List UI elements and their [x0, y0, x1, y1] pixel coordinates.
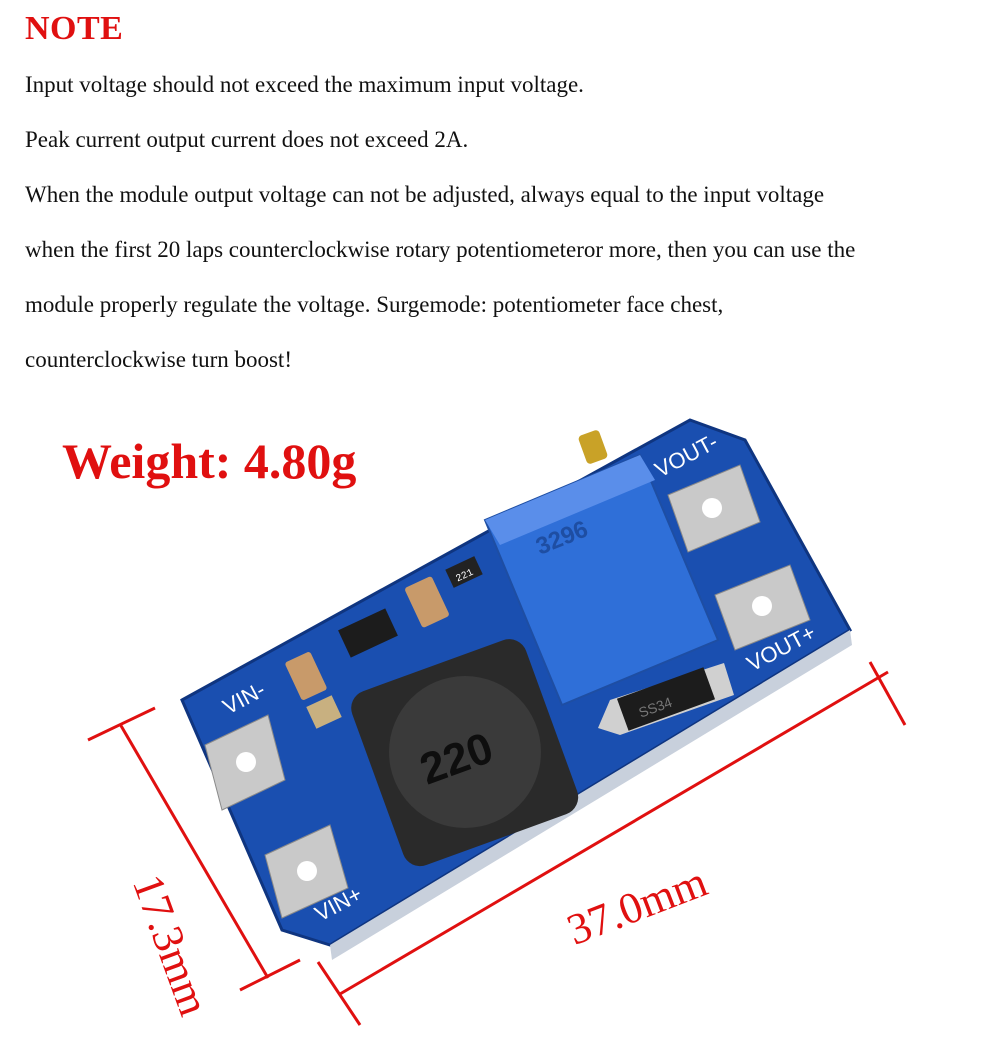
- pad-vin-plus: [264, 824, 349, 919]
- pad-vout-minus: [667, 464, 761, 553]
- note-line-6: counterclockwise turn boost!: [25, 347, 292, 372]
- width-line: [339, 670, 889, 996]
- pad-vin-minus: [204, 714, 286, 811]
- capacitor-1: [285, 652, 327, 700]
- note-line-1: Input voltage should not exceed the maxi…: [25, 72, 584, 97]
- note-line-4: when the first 20 laps counterclockwise …: [25, 237, 856, 262]
- ic-chip: [338, 608, 398, 658]
- width-tick-left: [316, 961, 362, 1026]
- pcb-edge: [330, 630, 852, 960]
- inductor: 220: [351, 639, 579, 867]
- weight-label: Weight: 4.80g: [62, 433, 357, 489]
- dimension-lines: [87, 661, 907, 1026]
- diode: SS34: [598, 663, 734, 735]
- capacitor-2: [405, 576, 449, 628]
- height-line: [118, 723, 270, 979]
- note-line-2: Peak current output current does not exc…: [25, 127, 469, 152]
- height-tick-bottom: [239, 958, 301, 992]
- note-line-5: module properly regulate the voltage. Su…: [25, 292, 724, 317]
- width-tick-right: [868, 661, 907, 726]
- potentiometer: 3296: [483, 430, 720, 707]
- note-line-3: When the module output voltage can not b…: [25, 182, 825, 207]
- capacitor-3: [306, 695, 342, 729]
- note-heading: NOTE: [25, 10, 124, 47]
- pad-vout-plus: [714, 564, 811, 651]
- adjust-screw: [578, 430, 608, 464]
